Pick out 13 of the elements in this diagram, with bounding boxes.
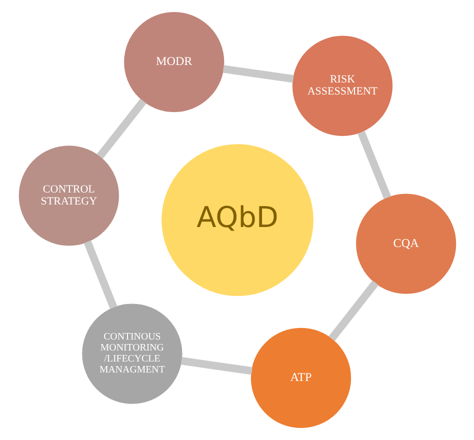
connector — [96, 98, 146, 159]
connector — [328, 280, 378, 342]
node-circle: AQbD — [161, 144, 313, 296]
connector — [83, 240, 117, 309]
node-circle: CQA — [356, 194, 456, 294]
node-circle: MODR — [124, 12, 224, 112]
node-circle: CONTINOUS MONITORING /LIFECYCLE MANAGMENT — [82, 304, 182, 404]
node-circle: RISK ASSESSMENT — [292, 36, 392, 136]
connector — [180, 357, 252, 375]
node-circle: CONTROL STRATEGY — [18, 146, 118, 246]
connector — [357, 130, 391, 200]
node-circle: ATP — [250, 328, 351, 428]
connector — [222, 65, 294, 83]
